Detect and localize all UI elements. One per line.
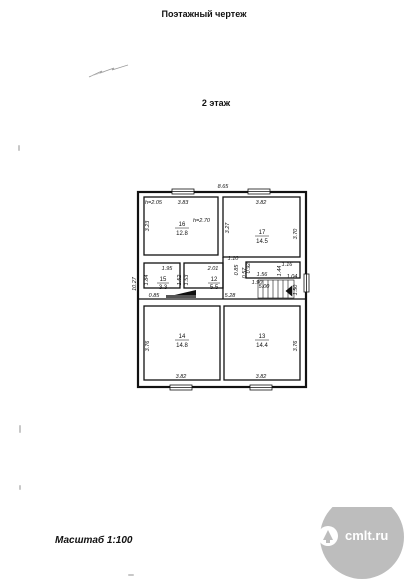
dimension-label: 1.04 [287, 274, 298, 280]
page-title: Поэтажный чертеж [161, 9, 247, 19]
hatched-wall [166, 290, 196, 298]
dimension-label: 5.28 [225, 293, 237, 299]
room-17: 17 14.5 [255, 230, 269, 245]
dimension-label: 3.23 [145, 220, 151, 232]
dimension-label: 1.16 [282, 262, 294, 268]
dimension-label: 0.85 [234, 264, 240, 276]
dimension-label: 2.01 [207, 266, 219, 272]
ceiling-height-label: h=2.05 [145, 200, 163, 206]
dimension-label: 3.27 [225, 222, 231, 234]
dimension-label: 5.00 [259, 284, 271, 290]
scan-speck [19, 425, 21, 433]
room-13: 13 14.4 [255, 334, 269, 349]
room-14: 14 14.8 [175, 334, 189, 349]
room-area: 14.4 [256, 343, 268, 349]
window-marks [169, 188, 310, 391]
scale-label: Масштаб 1:100 [55, 535, 133, 546]
room-area: 14.8 [176, 343, 188, 349]
room-number: 12 [211, 277, 218, 283]
staircase [257, 279, 295, 299]
floor-label: 2 этаж [201, 98, 231, 108]
dimension-label: 1.52 [177, 275, 183, 286]
scan-speck [19, 485, 21, 490]
dimension-label: 1.10 [228, 256, 240, 262]
scan-speck [18, 145, 20, 151]
dimension-label: 3.76 [145, 340, 151, 352]
dimension-label: 3.76 [293, 340, 299, 352]
room-number: 13 [259, 334, 266, 340]
watermark-text: cmlt.ru [345, 528, 389, 543]
dimension-label: 3.82 [256, 374, 267, 380]
dimension-label: 3.70 [293, 228, 299, 240]
dimension-label: 10.27 [132, 276, 138, 291]
room-12: 12 5.5 [208, 277, 220, 291]
dimension-label: 1.56 [257, 272, 269, 278]
dimension-label: 1.95 [162, 266, 174, 272]
dimension-label: 1.84 [144, 275, 150, 286]
room-area: 14.5 [256, 239, 268, 245]
room-number: 15 [160, 277, 167, 283]
dimension-label: 1.50 [293, 284, 299, 296]
dimension-labels: 8.65 10.27 3.83 3.23 3.82 3.27 3.70 1.10… [132, 184, 299, 380]
watermark-logo: cmlt.ru [302, 495, 408, 580]
dimension-label: 1.53 [184, 274, 190, 286]
dimension-label: 1.44 [277, 266, 283, 277]
room-15: 15 3.3 [157, 277, 169, 291]
dimension-label: 3.82 [176, 374, 187, 380]
dimension-label: 1.90 [252, 280, 264, 286]
dimension-label: 0.57 [242, 267, 248, 279]
room-number: 16 [179, 222, 186, 228]
dimension-label: 0.85 [149, 293, 161, 299]
dimension-label: 3.83 [178, 200, 190, 206]
room-number: 14 [179, 334, 186, 340]
room-area: 5.5 [210, 285, 219, 291]
room-16: 16 12.8 [175, 222, 189, 237]
room-number: 17 [259, 230, 266, 236]
room-area: 12.8 [176, 231, 188, 237]
ceiling-height-label: h=2.70 [193, 218, 211, 224]
scan-speck [128, 574, 134, 576]
signature-mark [88, 64, 129, 78]
dimension-label: 3.82 [256, 200, 267, 206]
dimension-label: 0.92 [246, 263, 252, 274]
dimension-label: 8.65 [218, 184, 230, 190]
room-area: 3.3 [159, 285, 168, 291]
interior-walls [138, 196, 306, 381]
